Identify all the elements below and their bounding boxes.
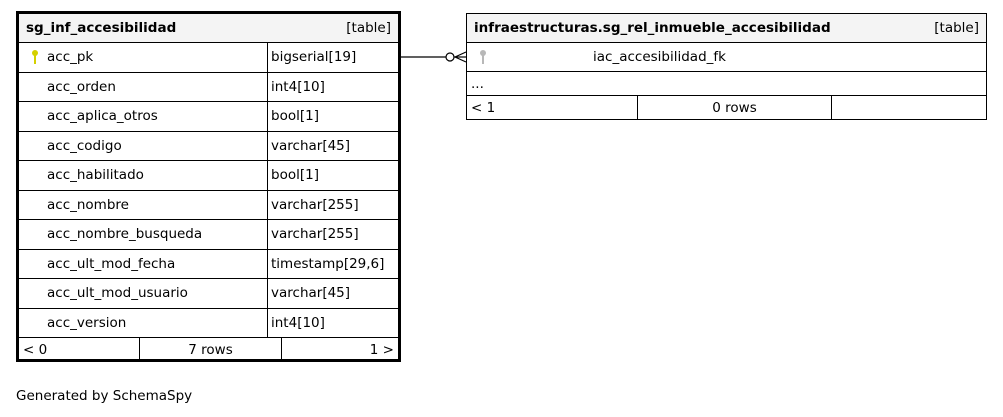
column-type: bool[1] bbox=[271, 167, 319, 184]
column-row[interactable]: acc_aplica_otros bool[1] bbox=[19, 102, 398, 132]
column-row[interactable]: acc_codigo varchar[45] bbox=[19, 131, 398, 161]
column-name: acc_nombre_busqueda bbox=[47, 226, 203, 243]
table-footer: < 1 0 rows bbox=[467, 96, 986, 119]
table-name[interactable]: infraestructuras.sg_rel_inmueble_accesib… bbox=[474, 20, 831, 36]
table-sg-rel-inmueble-accesibilidad[interactable]: infraestructuras.sg_rel_inmueble_accesib… bbox=[466, 13, 987, 120]
children-count[interactable]: 1 > bbox=[369, 342, 394, 358]
column-type: varchar[45] bbox=[271, 285, 351, 302]
children-count[interactable] bbox=[832, 96, 986, 119]
column-name: acc_nombre bbox=[47, 196, 129, 213]
column-name: acc_habilitado bbox=[47, 167, 144, 184]
relationship-connector bbox=[400, 51, 467, 63]
table-header[interactable]: sg_inf_accesibilidad [table] bbox=[19, 14, 398, 43]
column-row[interactable]: acc_orden int4[10] bbox=[19, 72, 398, 102]
column-row[interactable]: acc_version int4[10] bbox=[19, 308, 398, 338]
foreign-key-icon bbox=[471, 49, 495, 65]
parents-count[interactable]: < 1 bbox=[467, 96, 638, 119]
column-name: acc_codigo bbox=[47, 137, 122, 154]
column-name: iac_accesibilidad_fk bbox=[593, 49, 726, 65]
column-type: varchar[255] bbox=[271, 196, 359, 213]
column-type: int4[10] bbox=[271, 314, 325, 331]
column-type: varchar[255] bbox=[271, 226, 359, 243]
row-count: 0 rows bbox=[638, 96, 832, 119]
table-kind: [table] bbox=[346, 20, 391, 36]
column-name: acc_ult_mod_fecha bbox=[47, 255, 176, 272]
column-name: acc_ult_mod_usuario bbox=[47, 285, 188, 302]
column-type: varchar[45] bbox=[271, 137, 351, 154]
primary-key-icon bbox=[23, 49, 47, 65]
more-columns[interactable]: ... bbox=[467, 72, 986, 96]
column-row[interactable]: acc_nombre_busqueda varchar[255] bbox=[19, 220, 398, 250]
column-row[interactable]: acc_ult_mod_usuario varchar[45] bbox=[19, 279, 398, 309]
table-sg-inf-accesibilidad[interactable]: sg_inf_accesibilidad [table] acc_pk bigse… bbox=[16, 11, 401, 362]
column-name: acc_orden bbox=[47, 78, 116, 95]
column-row[interactable]: acc_nombre varchar[255] bbox=[19, 190, 398, 220]
column-name: acc_aplica_otros bbox=[47, 108, 158, 125]
table-footer: < 0 7 rows 1 > bbox=[19, 338, 398, 362]
column-type: bool[1] bbox=[271, 108, 319, 125]
table-header[interactable]: infraestructuras.sg_rel_inmueble_accesib… bbox=[467, 14, 986, 43]
column-row[interactable]: iac_accesibilidad_fk bbox=[467, 43, 986, 72]
column-type: bigserial[19] bbox=[271, 49, 357, 66]
table-kind: [table] bbox=[934, 20, 979, 36]
column-type: timestamp[29,6] bbox=[271, 255, 385, 272]
parents-count[interactable]: < 0 bbox=[19, 338, 140, 362]
column-type: int4[10] bbox=[271, 78, 325, 95]
column-name: acc_version bbox=[47, 314, 127, 331]
column-row[interactable]: acc_ult_mod_fecha timestamp[29,6] bbox=[19, 249, 398, 279]
column-row[interactable]: acc_pk bigserial[19] bbox=[19, 43, 398, 73]
column-row[interactable]: acc_habilitado bool[1] bbox=[19, 161, 398, 191]
generated-by-note: Generated by SchemaSpy bbox=[16, 388, 193, 404]
row-count: 7 rows bbox=[140, 338, 282, 362]
column-name: acc_pk bbox=[47, 49, 94, 66]
table-name[interactable]: sg_inf_accesibilidad bbox=[26, 20, 177, 36]
